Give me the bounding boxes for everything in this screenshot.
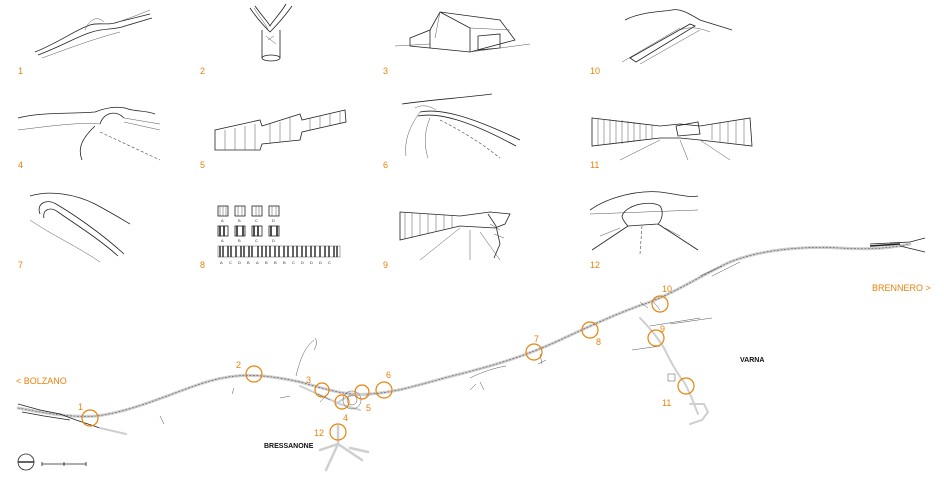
sketch-12: 12 (589, 191, 699, 270)
right-direction-label: BRENNERO > (872, 283, 931, 293)
svg-text:7: 7 (534, 334, 539, 344)
sketch-label-9: 9 (383, 260, 388, 270)
map-marker-4: 4 (334, 394, 350, 423)
map-marker-10: 10 (651, 284, 672, 313)
row3-letter-7: B (274, 260, 277, 265)
sketch-7: 7 (18, 192, 131, 270)
svg-text:10: 10 (662, 284, 672, 294)
sketch-10: 10 (590, 9, 733, 76)
scale-bar (17, 453, 87, 471)
map-marker-1: 1 (78, 402, 99, 427)
sketch-label-5: 5 (200, 160, 205, 170)
row3-letter-6: B (265, 260, 268, 265)
map-marker-8: 8 (581, 321, 601, 347)
sketch-8: A B C D A B C D A C D B A B B B (200, 205, 341, 270)
sketch-label-7: 7 (18, 260, 23, 270)
barcode-row-2: A B C D (217, 225, 280, 243)
sketch-label-8: 8 (200, 260, 205, 270)
row2-letter-d: D (272, 238, 275, 243)
row2-letter-c: C (255, 238, 258, 243)
sketch-2: 2 (200, 3, 293, 76)
row3-letter-5: A (256, 260, 259, 265)
row1-letter-d: D (272, 218, 275, 223)
sketch-label-3: 3 (383, 66, 388, 76)
sketch-11: 11 (590, 117, 753, 170)
sketch-6: 6 (383, 93, 521, 170)
sketch-label-10: 10 (590, 66, 600, 76)
svg-text:9: 9 (660, 324, 665, 334)
map-marker-3: 3 (306, 375, 330, 398)
barcode-row-1: A B C D (217, 205, 280, 223)
route-map: < BOLZANO BRENNERO > BRESSANONE VARNA 1 … (16, 237, 931, 472)
row2-letter-b: B (238, 238, 241, 243)
sketch-1: 1 (18, 9, 153, 76)
sketch-4: 4 (17, 106, 161, 170)
svg-text:8: 8 (596, 337, 601, 347)
sketch-3: 3 (383, 11, 531, 76)
map-marker-9: 9 (647, 324, 665, 347)
svg-text:12: 12 (314, 428, 324, 438)
sketch-9: 9 (383, 211, 511, 270)
barcode-row-3: A C D B A B B B C D D D C (217, 245, 341, 265)
row3-letter-9: C (292, 260, 295, 265)
row3-letter-8: B (283, 260, 286, 265)
map-marker-12: 12 (314, 423, 347, 441)
row3-letter-12: D (319, 260, 322, 265)
row2-letter-a: A (221, 238, 224, 243)
sketch-label-11: 11 (590, 160, 599, 170)
map-marker-7: 7 (525, 334, 543, 361)
sketch-label-6: 6 (383, 160, 388, 170)
svg-text:3: 3 (306, 375, 311, 385)
sketch-label-2: 2 (200, 66, 205, 76)
row3-letter-4: B (247, 260, 250, 265)
svg-text:11: 11 (662, 398, 671, 408)
sketch-label-12: 12 (590, 260, 600, 270)
row3-letter-3: D (238, 260, 241, 265)
svg-text:2: 2 (236, 360, 241, 370)
sketch-label-1: 1 (18, 66, 23, 76)
svg-text:6: 6 (386, 370, 391, 380)
row1-letter-c: C (255, 218, 258, 223)
row3-letter-11: D (310, 260, 313, 265)
row3-letter-13: C (328, 260, 331, 265)
row1-letter-a: A (221, 218, 224, 223)
row3-letter-10: D (301, 260, 304, 265)
map-marker-5: 5 (354, 384, 371, 413)
svg-text:5: 5 (366, 403, 371, 413)
left-direction-label: < BOLZANO (16, 376, 67, 386)
svg-text:4: 4 (343, 413, 348, 423)
town-varna: VARNA (740, 357, 764, 364)
map-marker-2: 2 (236, 360, 263, 383)
town-bressanone: BRESSANONE (264, 443, 314, 450)
svg-text:1: 1 (78, 402, 83, 412)
map-marker-6: 6 (375, 370, 393, 399)
row3-letter-2: C (229, 260, 232, 265)
map-marker-11: 11 (662, 377, 695, 408)
sketch-label-4: 4 (18, 160, 23, 170)
row1-letter-b: B (238, 218, 241, 223)
row3-letter-1: A (220, 260, 223, 265)
sketch-5: 5 (200, 109, 347, 170)
